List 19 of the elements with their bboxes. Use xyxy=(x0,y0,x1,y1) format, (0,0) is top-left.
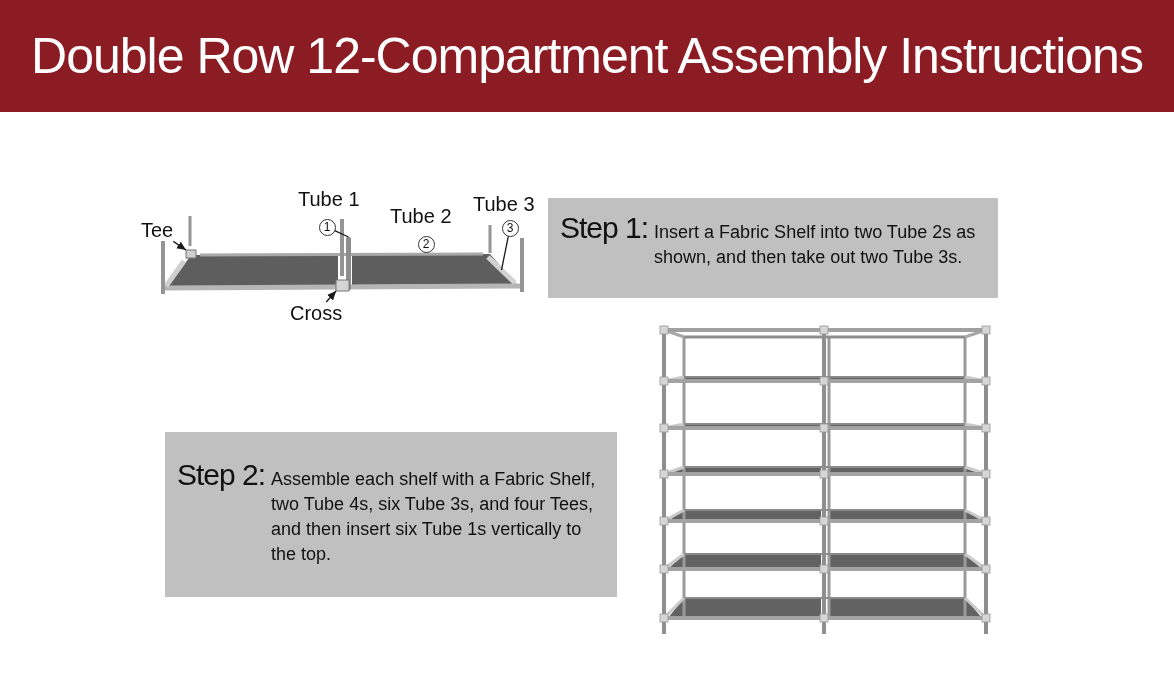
step-instruction: Assemble each shelf with a Fabric Shelf, two Tube 4s, six Tube 3s, and four Tees, and then insert six Tube 1s vertically to the top. xyxy=(271,468,597,566)
leader-line xyxy=(500,235,509,271)
step-heading: Step 2: xyxy=(177,458,266,492)
leader-line xyxy=(334,229,350,238)
leader-line xyxy=(172,240,187,251)
step-heading: Step 1: xyxy=(560,211,649,245)
part-label: Tube 1 xyxy=(298,188,360,211)
instruction-box xyxy=(548,198,998,298)
instruction-box xyxy=(165,432,617,597)
leader-line xyxy=(325,290,337,303)
part-label: Cross xyxy=(290,302,343,325)
part-label: Tube 3 xyxy=(473,193,535,216)
part-label: Tee xyxy=(141,219,174,242)
step-instruction: Insert a Fabric Shelf into two Tube 2s as shown, and then take out two Tube 3s. xyxy=(654,221,977,269)
cross-joint xyxy=(335,279,350,292)
diagram-title: Double Row 12-Compartment Assembly Instructions xyxy=(31,28,1143,84)
part-label: Tube 2 xyxy=(390,205,452,228)
tube xyxy=(486,255,517,285)
tee-joint xyxy=(185,249,197,259)
